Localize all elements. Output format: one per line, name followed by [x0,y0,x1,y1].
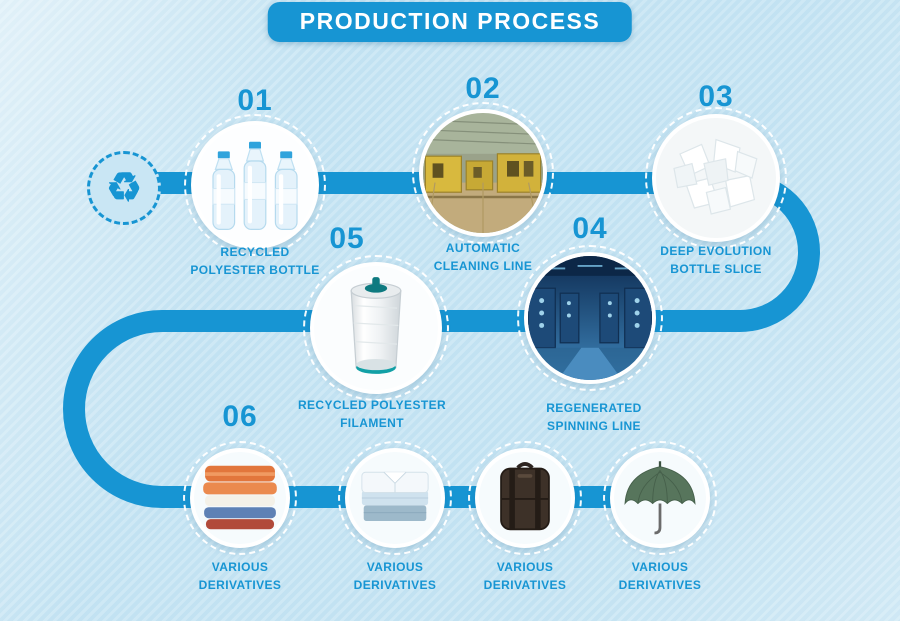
step-4-number: 04 [572,212,608,245]
step-2-photo-circle [412,102,554,244]
derivative-4-photo-circle [603,441,717,555]
step-2-label: AUTOMATIC CLEANING LINE [433,241,533,273]
derivative-2-photo-circle [338,441,452,555]
recycle-badge: ♻ [87,151,161,225]
shirts-illustration [349,452,441,544]
step-5-label: RECYCLED POLYESTER FILAMENT [297,398,447,430]
step-6-number: 06 [222,400,258,433]
step-1-photo-circle [184,114,326,256]
step-4-label: REGENERATED SPINNING LINE [546,401,642,433]
umbrella-illustration [614,452,706,544]
derivative-4-label: VARIOUS DERIVATIVES [618,560,702,592]
step-3-photo-circle [645,107,787,249]
page-title: PRODUCTION PROCESS [299,8,601,34]
derivative-1-label: VARIOUS DERIVATIVES [198,560,282,592]
derivative-3-photo-circle [468,441,582,555]
derivative-2-label: VARIOUS DERIVATIVES [353,560,437,592]
bottle-slice-illustration [656,118,776,238]
step-1-label: RECYCLED POLYESTER BOTTLE [190,245,320,277]
filament-illustration [314,266,438,390]
suitcase-illustration [479,452,571,544]
step-2-number: 02 [465,72,501,105]
title-banner: PRODUCTION PROCESS [267,2,633,42]
derivative-1-photo-circle [183,441,297,555]
recycle-icon: ♻ [106,166,142,210]
step-5-number: 05 [329,222,365,255]
step-4-photo-circle [517,245,663,391]
step-3-number: 03 [698,80,734,113]
step-5-photo-circle [303,255,449,401]
step-3-label: DEEP EVOLUTION BOTTLE SLICE [660,244,772,276]
step-1-number: 01 [237,84,273,117]
towels-illustration [194,452,286,544]
derivative-3-label: VARIOUS DERIVATIVES [483,560,567,592]
plastic-bottles-illustration [195,125,315,245]
